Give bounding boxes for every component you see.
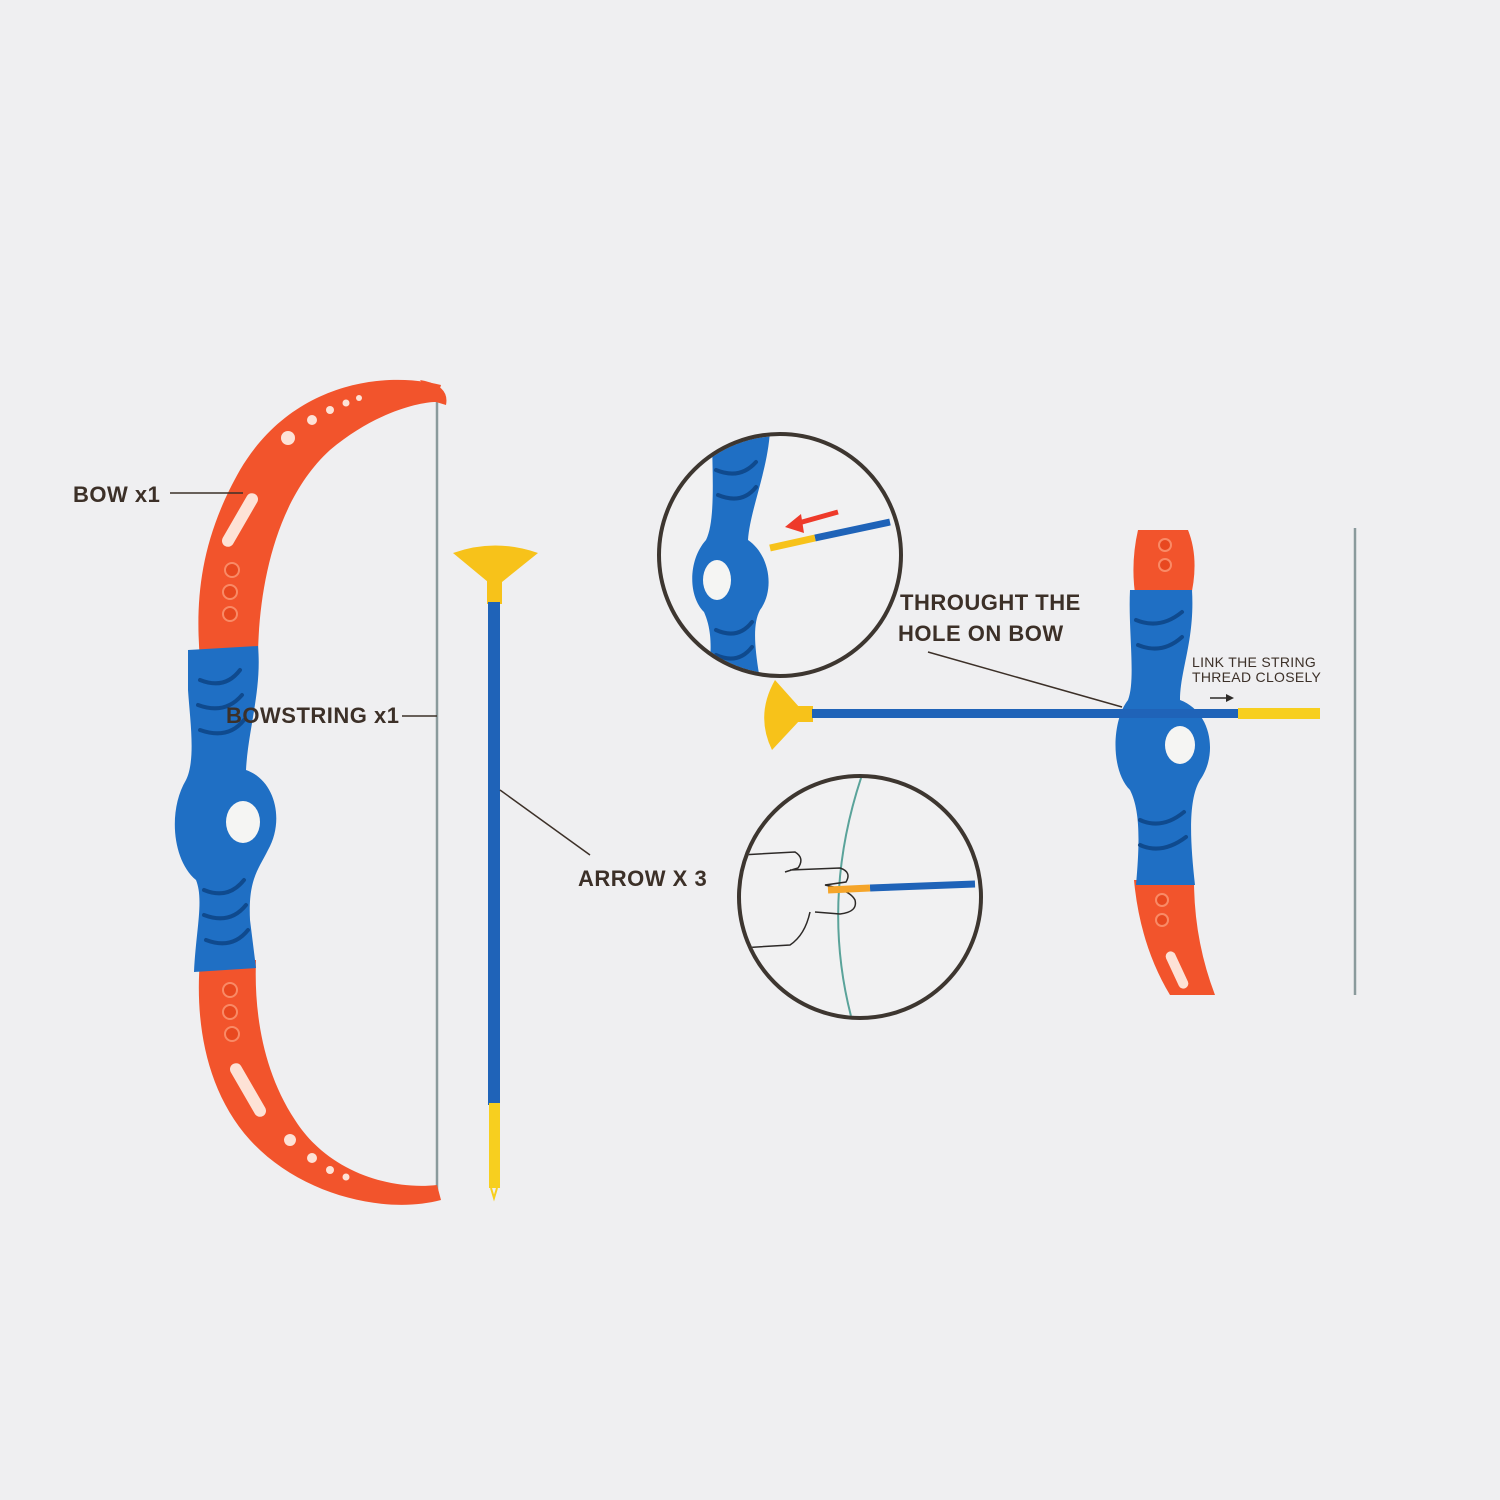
limb-hole (356, 395, 362, 401)
assembled-arrow-shaft (812, 709, 1240, 718)
nock-notch (490, 1187, 498, 1202)
limb-hole (342, 1173, 350, 1181)
assembled-bow (764, 528, 1357, 995)
hole-label-line2: HOLE ON BOW (898, 621, 1064, 646)
assembled-grip (1115, 590, 1211, 885)
limb-dot (222, 606, 238, 622)
assembled-suction-cup (764, 680, 800, 750)
detail-circle-nock (737, 774, 983, 1020)
limb-dot (224, 562, 240, 578)
assembled-arrow-nock (1238, 708, 1320, 719)
bow-label: BOW x1 (73, 482, 161, 507)
assembled-grip-hole (1165, 726, 1195, 764)
limb-hole (307, 415, 317, 425)
arrow-nock (489, 1103, 500, 1188)
limb-hole (307, 1153, 317, 1163)
limb-hole (284, 1134, 296, 1146)
assembled-lower-limb (1134, 880, 1215, 995)
bow (174, 379, 447, 1205)
arrow-closeup-nock (769, 534, 816, 552)
limb-dot (224, 1026, 240, 1042)
limb-dot (222, 584, 238, 600)
string-closeup (837, 778, 863, 1016)
arrow-closeup-shaft-2 (869, 880, 976, 892)
arrow-closeup-nock-2 (827, 884, 871, 894)
limb-hole (342, 399, 350, 407)
arrow (453, 545, 538, 1202)
arrow-tip-collar (487, 580, 502, 604)
link-label-line1: LINK THE STRING (1192, 654, 1317, 670)
insert-direction-arrowhead (785, 514, 804, 533)
limb-slot (230, 1063, 266, 1117)
link-label-line2: THREAD CLOSELY (1192, 669, 1322, 685)
hole-leader-line (927, 651, 1123, 708)
detail-circle-hole (657, 432, 903, 678)
arrow-leader-line (499, 789, 591, 856)
bow-upper-limb (198, 379, 441, 660)
arrow-closeup-shaft (814, 518, 891, 542)
bow-grip (174, 646, 277, 972)
suction-cup (453, 545, 538, 582)
arrow-label: ARROW X 3 (578, 866, 708, 891)
grip-hole-closeup (703, 560, 731, 600)
limb-dot (222, 1004, 238, 1020)
bow-lower-limb (198, 960, 441, 1205)
limb-hole (326, 406, 334, 414)
limb-dot (222, 982, 238, 998)
limb-hole (281, 431, 295, 445)
grip-hole (226, 801, 260, 843)
grip-ridges (196, 668, 250, 946)
bow-upper-limb-tip (420, 380, 447, 405)
limb-hole (326, 1166, 334, 1174)
hole-label-line1: THROUGHT THE (900, 590, 1081, 615)
bowstring-label: BOWSTRING x1 (226, 703, 400, 728)
arrow-shaft (488, 602, 500, 1105)
limb-slot (222, 493, 258, 547)
